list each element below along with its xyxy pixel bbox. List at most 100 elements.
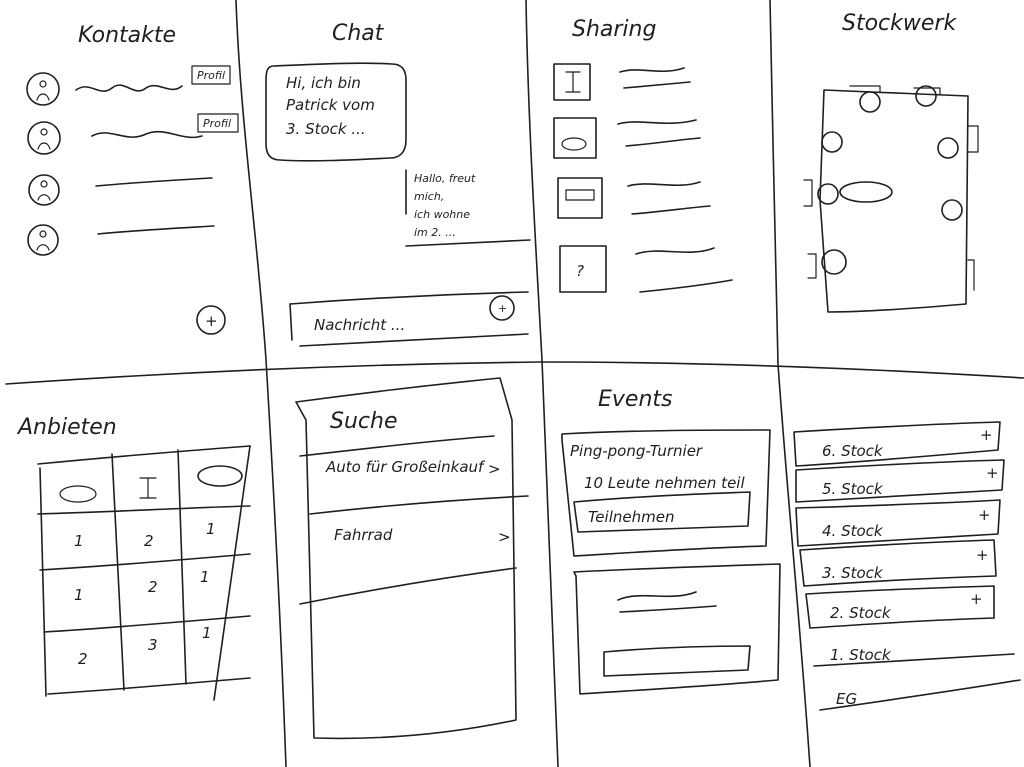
- add-icon[interactable]: +: [970, 590, 983, 608]
- floor-label: 1. Stock: [830, 646, 892, 664]
- stock-count: 1: [206, 520, 216, 538]
- panel-chat: Chat Hi, ich bin Patrick vom 3. Stock ..…: [265, 21, 531, 347]
- item-thumbnail: [559, 245, 607, 293]
- contact-row[interactable]: [28, 174, 213, 206]
- grid-line: [47, 677, 251, 695]
- add-icon: +: [205, 312, 218, 330]
- resident-marker[interactable]: [859, 91, 881, 113]
- send-icon: +: [498, 302, 507, 315]
- chevron-right-icon: >: [488, 460, 501, 478]
- add-contact-button[interactable]: +: [196, 305, 226, 335]
- panel-title: Events: [598, 387, 673, 412]
- floor-item[interactable]: 2. Stock +: [805, 585, 995, 629]
- item-thumbnail: [557, 177, 603, 219]
- send-button[interactable]: [489, 295, 515, 321]
- floor-label: 6. Stock: [822, 442, 884, 460]
- panel-title: Kontakte: [78, 23, 176, 48]
- chat-message-line: mich,: [414, 190, 444, 203]
- event-button[interactable]: [603, 645, 751, 677]
- box-icon: [565, 189, 595, 201]
- contact-row[interactable]: [27, 224, 215, 256]
- search-result-label: Fahrrad: [334, 526, 393, 544]
- contact-row[interactable]: Profil: [26, 65, 231, 106]
- floor-item[interactable]: 1. Stock: [813, 646, 1015, 667]
- profile-button-label: Profil: [203, 117, 231, 130]
- grid-line: [37, 445, 251, 465]
- resident-marker[interactable]: [817, 183, 839, 205]
- chat-message-line: ich wohne: [414, 208, 470, 221]
- floor-item[interactable]: 3. Stock +: [799, 539, 997, 587]
- floor-plan-doors: [803, 125, 979, 291]
- panel-title: Sharing: [572, 17, 656, 42]
- resident-marker[interactable]: [821, 131, 843, 153]
- join-event-button[interactable]: Teilnehmen: [573, 491, 751, 533]
- pot-icon: [59, 485, 97, 503]
- floor-label: 3. Stock: [822, 564, 884, 582]
- add-icon[interactable]: +: [980, 426, 993, 444]
- sharing-item[interactable]: ?: [559, 245, 733, 293]
- floor-item[interactable]: EG: [819, 679, 1021, 711]
- divider: [299, 567, 517, 605]
- stock-count: 1: [74, 586, 84, 604]
- event-card[interactable]: Ping-pong-Turnier 10 Leute nehmen teil T…: [561, 429, 771, 557]
- search-result-item[interactable]: Auto für Großeinkauf >: [325, 458, 501, 478]
- pot-icon: [561, 137, 587, 151]
- event-card[interactable]: [573, 563, 781, 695]
- panel-floors: 6. Stock + 5. Stock + 4. Stock + 3. Stoc…: [793, 421, 1021, 711]
- stock-count: 2: [144, 532, 154, 550]
- panel-sharing: Sharing ?: [553, 17, 733, 293]
- resident-marker[interactable]: [937, 137, 959, 159]
- divider: [309, 495, 529, 515]
- item-thumbnail: [553, 117, 597, 159]
- panel-kontakte: Kontakte Profil Profil +: [26, 23, 239, 335]
- panel-suche: Suche Auto für Großeinkauf > Fahrrad >: [295, 377, 529, 740]
- stock-count: 2: [148, 578, 158, 596]
- resident-marker[interactable]: [941, 199, 963, 221]
- sharing-item[interactable]: [553, 63, 691, 101]
- resident-marker[interactable]: [821, 249, 847, 275]
- stock-count: 1: [74, 532, 84, 550]
- panel-title: Chat: [332, 21, 385, 46]
- contact-row[interactable]: Profil: [27, 113, 239, 155]
- panel-anbieten: Anbieten 1 2 1 1 2 1 2 3 1: [16, 415, 251, 701]
- add-icon[interactable]: +: [976, 546, 989, 564]
- grid-line: [39, 467, 47, 697]
- chat-input-bar[interactable]: Nachricht ... +: [289, 291, 529, 347]
- panel-stockwerk: Stockwerk: [803, 11, 979, 313]
- floor-item[interactable]: 4. Stock +: [795, 499, 1001, 547]
- grid-line: [37, 505, 251, 515]
- chat-message-line: Hallo, freut: [414, 172, 476, 185]
- floor-item[interactable]: 5. Stock +: [795, 459, 1005, 503]
- avatar-icon: [28, 174, 60, 206]
- grid-line: [177, 449, 187, 685]
- panel-title: Anbieten: [16, 415, 117, 440]
- panel-events: Events Ping-pong-Turnier 10 Leute nehmen…: [561, 387, 781, 695]
- chat-bubble-incoming: Hi, ich bin Patrick vom 3. Stock ...: [265, 62, 407, 162]
- search-sheet: [295, 377, 517, 740]
- event-title: Ping-pong-Turnier: [570, 442, 703, 460]
- chat-bubble-outgoing: Hallo, freut mich, ich wohne im 2. ...: [405, 169, 531, 247]
- search-result-label: Auto für Großeinkauf: [325, 458, 486, 476]
- resident-marker[interactable]: [839, 181, 893, 203]
- sharing-item[interactable]: [553, 117, 701, 159]
- grid-dividers: [5, 0, 1024, 767]
- floor-label: 4. Stock: [822, 522, 884, 540]
- search-result-item[interactable]: Fahrrad >: [334, 526, 511, 546]
- chat-input[interactable]: Nachricht ...: [314, 316, 405, 334]
- add-icon[interactable]: +: [986, 464, 999, 482]
- panel-title: Suche: [330, 409, 397, 434]
- floor-plan: [819, 89, 969, 313]
- chat-message-line: 3. Stock ...: [286, 120, 366, 138]
- resident-marker[interactable]: [915, 85, 937, 107]
- add-icon[interactable]: +: [978, 506, 991, 524]
- grid-line: [213, 445, 251, 701]
- floor-label: EG: [836, 690, 857, 708]
- sharing-item[interactable]: [557, 177, 711, 219]
- floor-label: 2. Stock: [830, 604, 892, 622]
- chevron-right-icon: >: [498, 528, 511, 546]
- chat-message-line: im 2. ...: [414, 226, 456, 239]
- floor-item[interactable]: 6. Stock +: [793, 421, 1001, 467]
- profile-button[interactable]: [191, 65, 231, 85]
- profile-button[interactable]: [197, 113, 239, 133]
